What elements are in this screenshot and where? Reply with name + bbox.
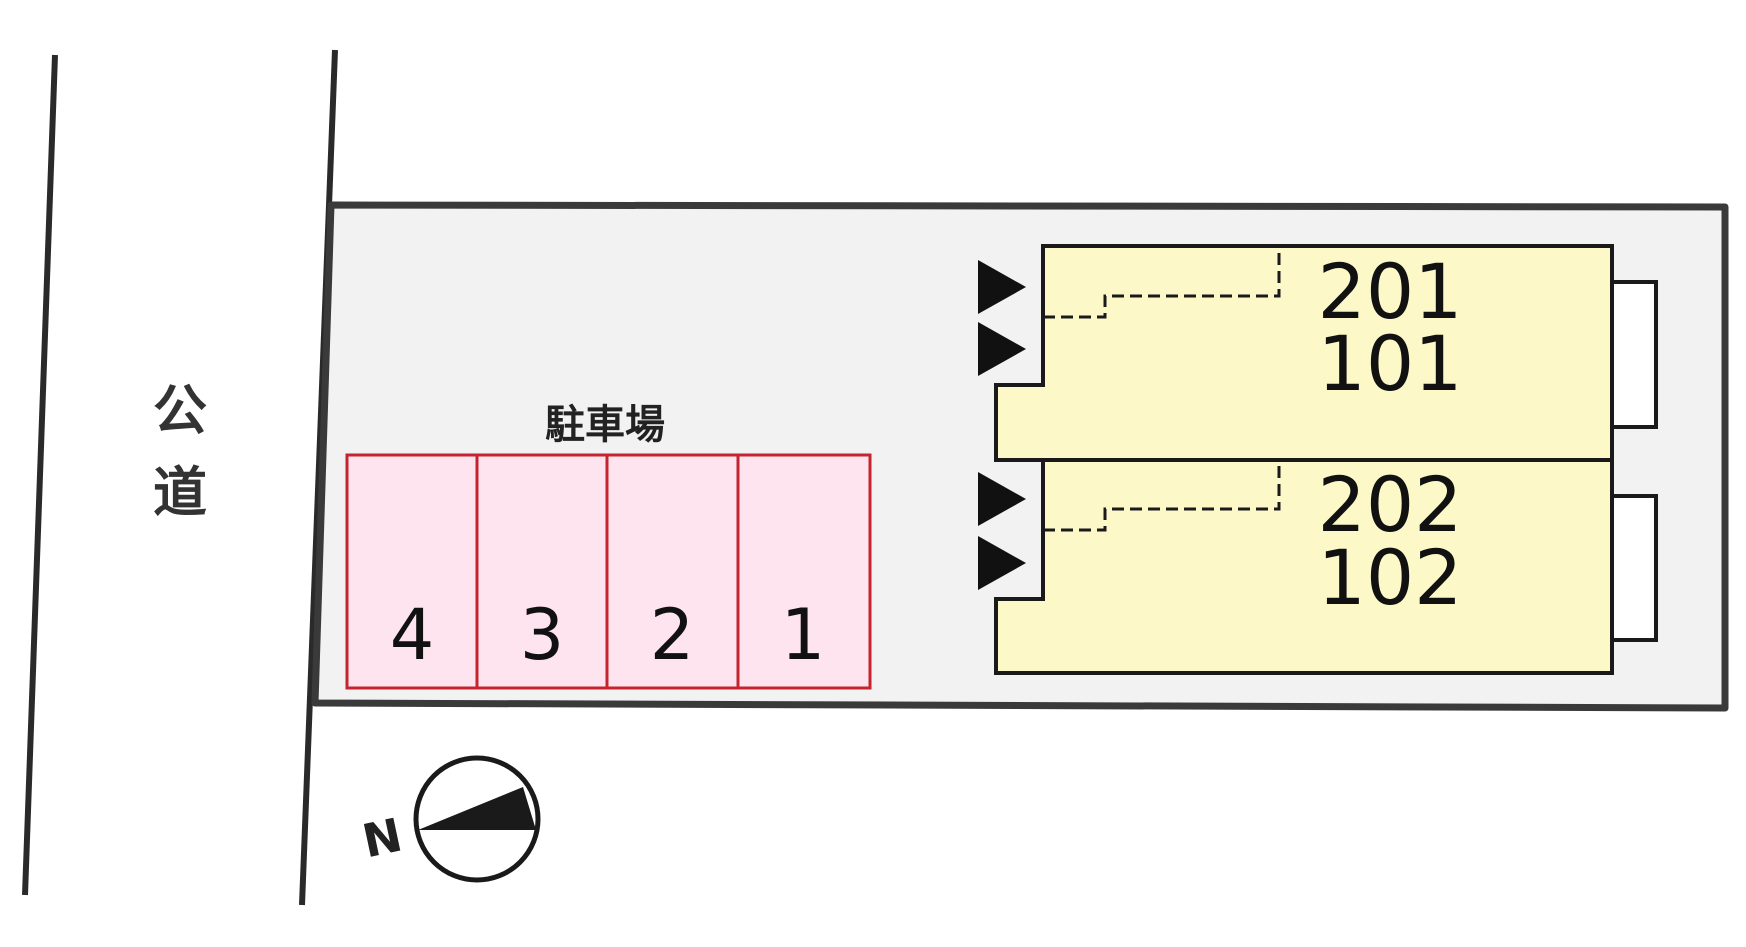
unit-number: 201 (1317, 247, 1463, 336)
parking-space-number: 3 (519, 594, 565, 676)
parking-space-number: 1 (780, 594, 826, 676)
building-1 (994, 244, 1658, 462)
unit-number: 202 (1317, 460, 1463, 549)
parking-space-number: 4 (389, 594, 435, 676)
entrance-arrow-icon (978, 322, 1026, 376)
entrance-arrow-icon (978, 472, 1026, 526)
road-edge-left (22, 54, 58, 896)
road-edge-right (299, 49, 338, 906)
compass-icon (413, 755, 541, 883)
unit-number: 101 (1317, 319, 1463, 408)
road-label-char-1: 公 (153, 379, 207, 442)
parking-space-number: 2 (649, 594, 695, 676)
parking-title: 駐車場 (545, 402, 665, 448)
unit-number: 102 (1317, 533, 1463, 622)
entrance-arrow-icon (978, 260, 1026, 314)
building-2 (994, 458, 1658, 675)
road-label-char-2: 道 (153, 461, 207, 524)
entrance-arrow-icon (978, 536, 1026, 590)
parking-area (345, 453, 872, 690)
